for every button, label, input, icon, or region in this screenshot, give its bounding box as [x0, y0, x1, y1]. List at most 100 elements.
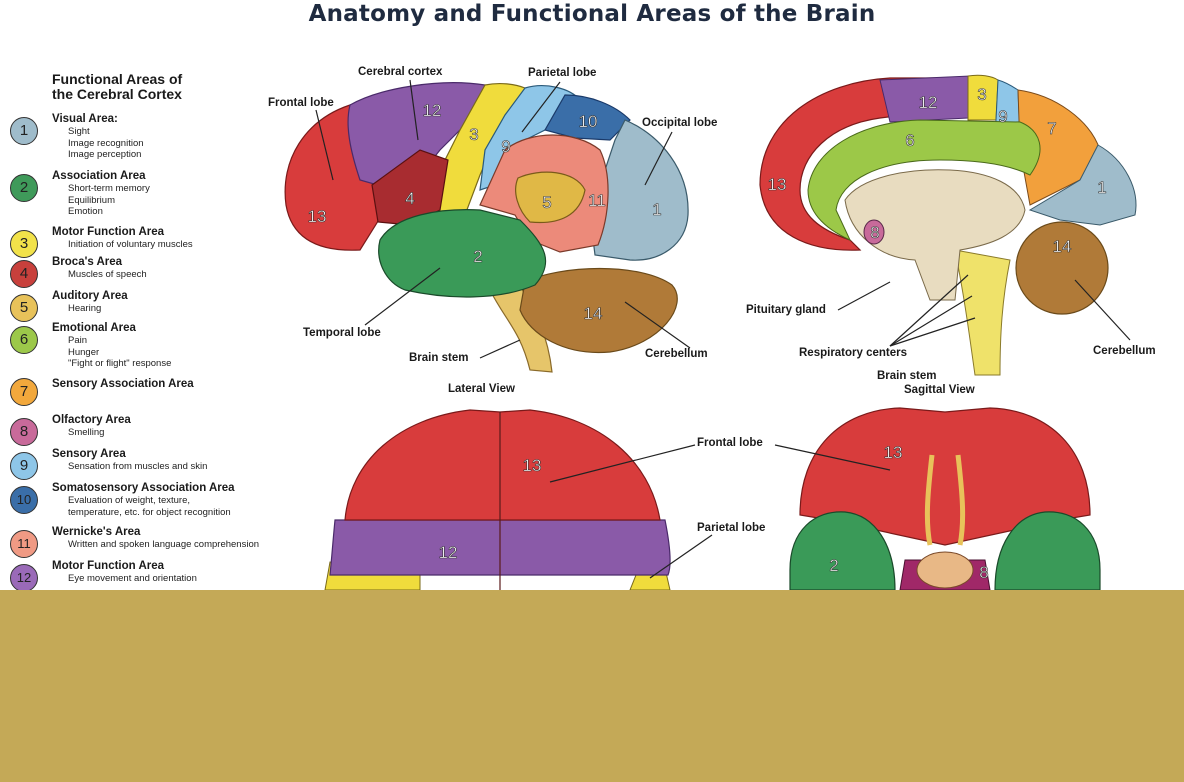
legend-description-line: Eye movement and orientation [68, 573, 197, 584]
legend-item-name: Emotional Area [52, 322, 136, 334]
region-number-label: 2 [829, 556, 838, 575]
legend-item-description: Sensation from muscles and skin [68, 461, 207, 473]
sagittal-region-13 [759, 77, 946, 251]
legend-item-name: Motor Function Area [52, 560, 165, 572]
legend-description-line: Hunger [68, 346, 100, 358]
sagittal-inner-body [844, 169, 1026, 301]
legend-description-line: Pain [68, 335, 88, 346]
label-cerebral-cortex: Cerebral cortex [358, 66, 443, 78]
sagittal-view-illustration [759, 74, 1137, 376]
legend-description-line: Sight [68, 126, 90, 137]
label-cerebellum: Cerebellum [645, 348, 708, 360]
legend-item-name: Auditory Area [52, 290, 128, 302]
legend-number-badge: 9 [10, 452, 38, 480]
label-sagittal-cerebellum: Cerebellum [1093, 345, 1156, 357]
legend-description-line: Initiation of voluntary muscles [68, 239, 193, 250]
legend-number-badge: 10 [10, 486, 38, 514]
sagittal-view-caption: Sagittal View [904, 384, 975, 396]
region-number-label: 13 [884, 443, 903, 462]
legend-description-line: Smelling [68, 427, 105, 438]
legend-item-description: Muscles of speech [68, 269, 147, 281]
superior-region-13 [344, 409, 661, 521]
inferior-region-2-right [994, 511, 1101, 591]
legend-heading-line1: Functional Areas of [52, 71, 183, 87]
region-number-label: 9 [501, 137, 510, 156]
sagittal-region-6 [807, 119, 1041, 242]
label-pituitary-gland: Pituitary gland [746, 304, 826, 316]
legend-description-line: Evaluation of weight, texture, [68, 495, 190, 506]
legend-item-description: Written and spoken language comprehensio… [68, 539, 259, 551]
legend-description-line: Hearing [68, 303, 102, 314]
legend-number-badge: 5 [10, 294, 38, 322]
inferior-view-illustration [789, 407, 1101, 591]
lateral-region-1 [589, 119, 689, 261]
label-temporal-lobe: Temporal lobe [303, 327, 381, 339]
legend-item-name: Sensory Area [52, 448, 126, 460]
legend-item-name: Olfactory Area [52, 414, 131, 426]
lateral-region-2 [378, 209, 547, 298]
label-sagittal-brain-stem: Brain stem [877, 370, 937, 382]
legend-description-line: "Fight or flight" response [68, 358, 172, 369]
legend-number-badge: 1 [10, 117, 38, 145]
legend-description-line: Written and spoken language comprehensio… [68, 539, 260, 550]
legend-number-badge: 2 [10, 174, 38, 202]
region-number-label: 1 [652, 200, 661, 219]
lateral-view-caption: Lateral View [448, 383, 515, 395]
leader-lines [315, 79, 1131, 579]
region-number-label: 11 [588, 191, 606, 210]
region-number-label: 14 [1053, 237, 1072, 256]
legend-heading: Functional Areas of the Cerebral Cortex [52, 72, 182, 102]
region-number-label: 12 [919, 93, 938, 112]
label-superior-frontal-lobe: Frontal lobe [697, 437, 763, 449]
region-number-label: 7 [1047, 119, 1056, 138]
region-number-label: 4 [405, 189, 414, 208]
region-number-label: 10 [579, 112, 598, 131]
region-number-label: 13 [523, 456, 542, 475]
inferior-region-13 [799, 407, 1091, 546]
inferior-region-2-left [789, 511, 896, 591]
legend-item-name: Wernicke's Area [52, 526, 141, 538]
lateral-view-illustration [284, 82, 689, 373]
page-title: Anatomy and Functional Areas of the Brai… [308, 1, 876, 27]
legend-item-name: Visual Area: [52, 113, 118, 125]
legend-description-line: Sensation from muscles and skin [68, 461, 208, 472]
region-number-label: 12 [423, 101, 442, 120]
region-number-label: 13 [308, 207, 327, 226]
region-number-label: 14 [584, 304, 603, 323]
legend-number-badge: 6 [10, 326, 38, 354]
sagittal-brain-stem [954, 249, 1011, 376]
legend-item-name: Somatosensory Association Area [52, 482, 235, 494]
legend-description-line: Muscles of speech [68, 269, 147, 280]
legend-number-badge: 3 [10, 230, 38, 258]
region-number-label: 12 [439, 543, 458, 562]
legend-description-line: Image recognition [68, 137, 144, 149]
label-respiratory-centers: Respiratory centers [799, 347, 908, 359]
region-number-label: 9 [998, 107, 1007, 126]
bottom-color-band [0, 590, 1184, 782]
superior-view-illustration [324, 409, 671, 591]
legend-item-description: Smelling [68, 427, 104, 439]
legend-description-line: Emotion [68, 206, 103, 217]
region-number-label: 3 [469, 125, 478, 144]
legend-item-name: Association Area [52, 170, 146, 182]
lateral-cerebellum [519, 267, 678, 354]
legend-item-description: Initiation of voluntary muscles [68, 239, 193, 251]
superior-region-numbers: 13 12 [438, 456, 542, 563]
sagittal-region-1 [1028, 144, 1137, 226]
label-parietal-lobe: Parietal lobe [528, 67, 597, 79]
label-brain-stem: Brain stem [409, 352, 469, 364]
sagittal-region-7 [1017, 89, 1101, 206]
region-number-label: 1 [1097, 178, 1106, 197]
legend-number-badge: 4 [10, 260, 38, 288]
region-number-label: 3 [977, 85, 986, 104]
legend-item-name: Sensory Association Area [52, 378, 194, 390]
label-occipital-lobe: Occipital lobe [642, 117, 718, 129]
region-number-label: 2 [473, 247, 482, 266]
sagittal-region-8 [863, 219, 885, 245]
legend-item-name: Broca's Area [52, 256, 123, 268]
